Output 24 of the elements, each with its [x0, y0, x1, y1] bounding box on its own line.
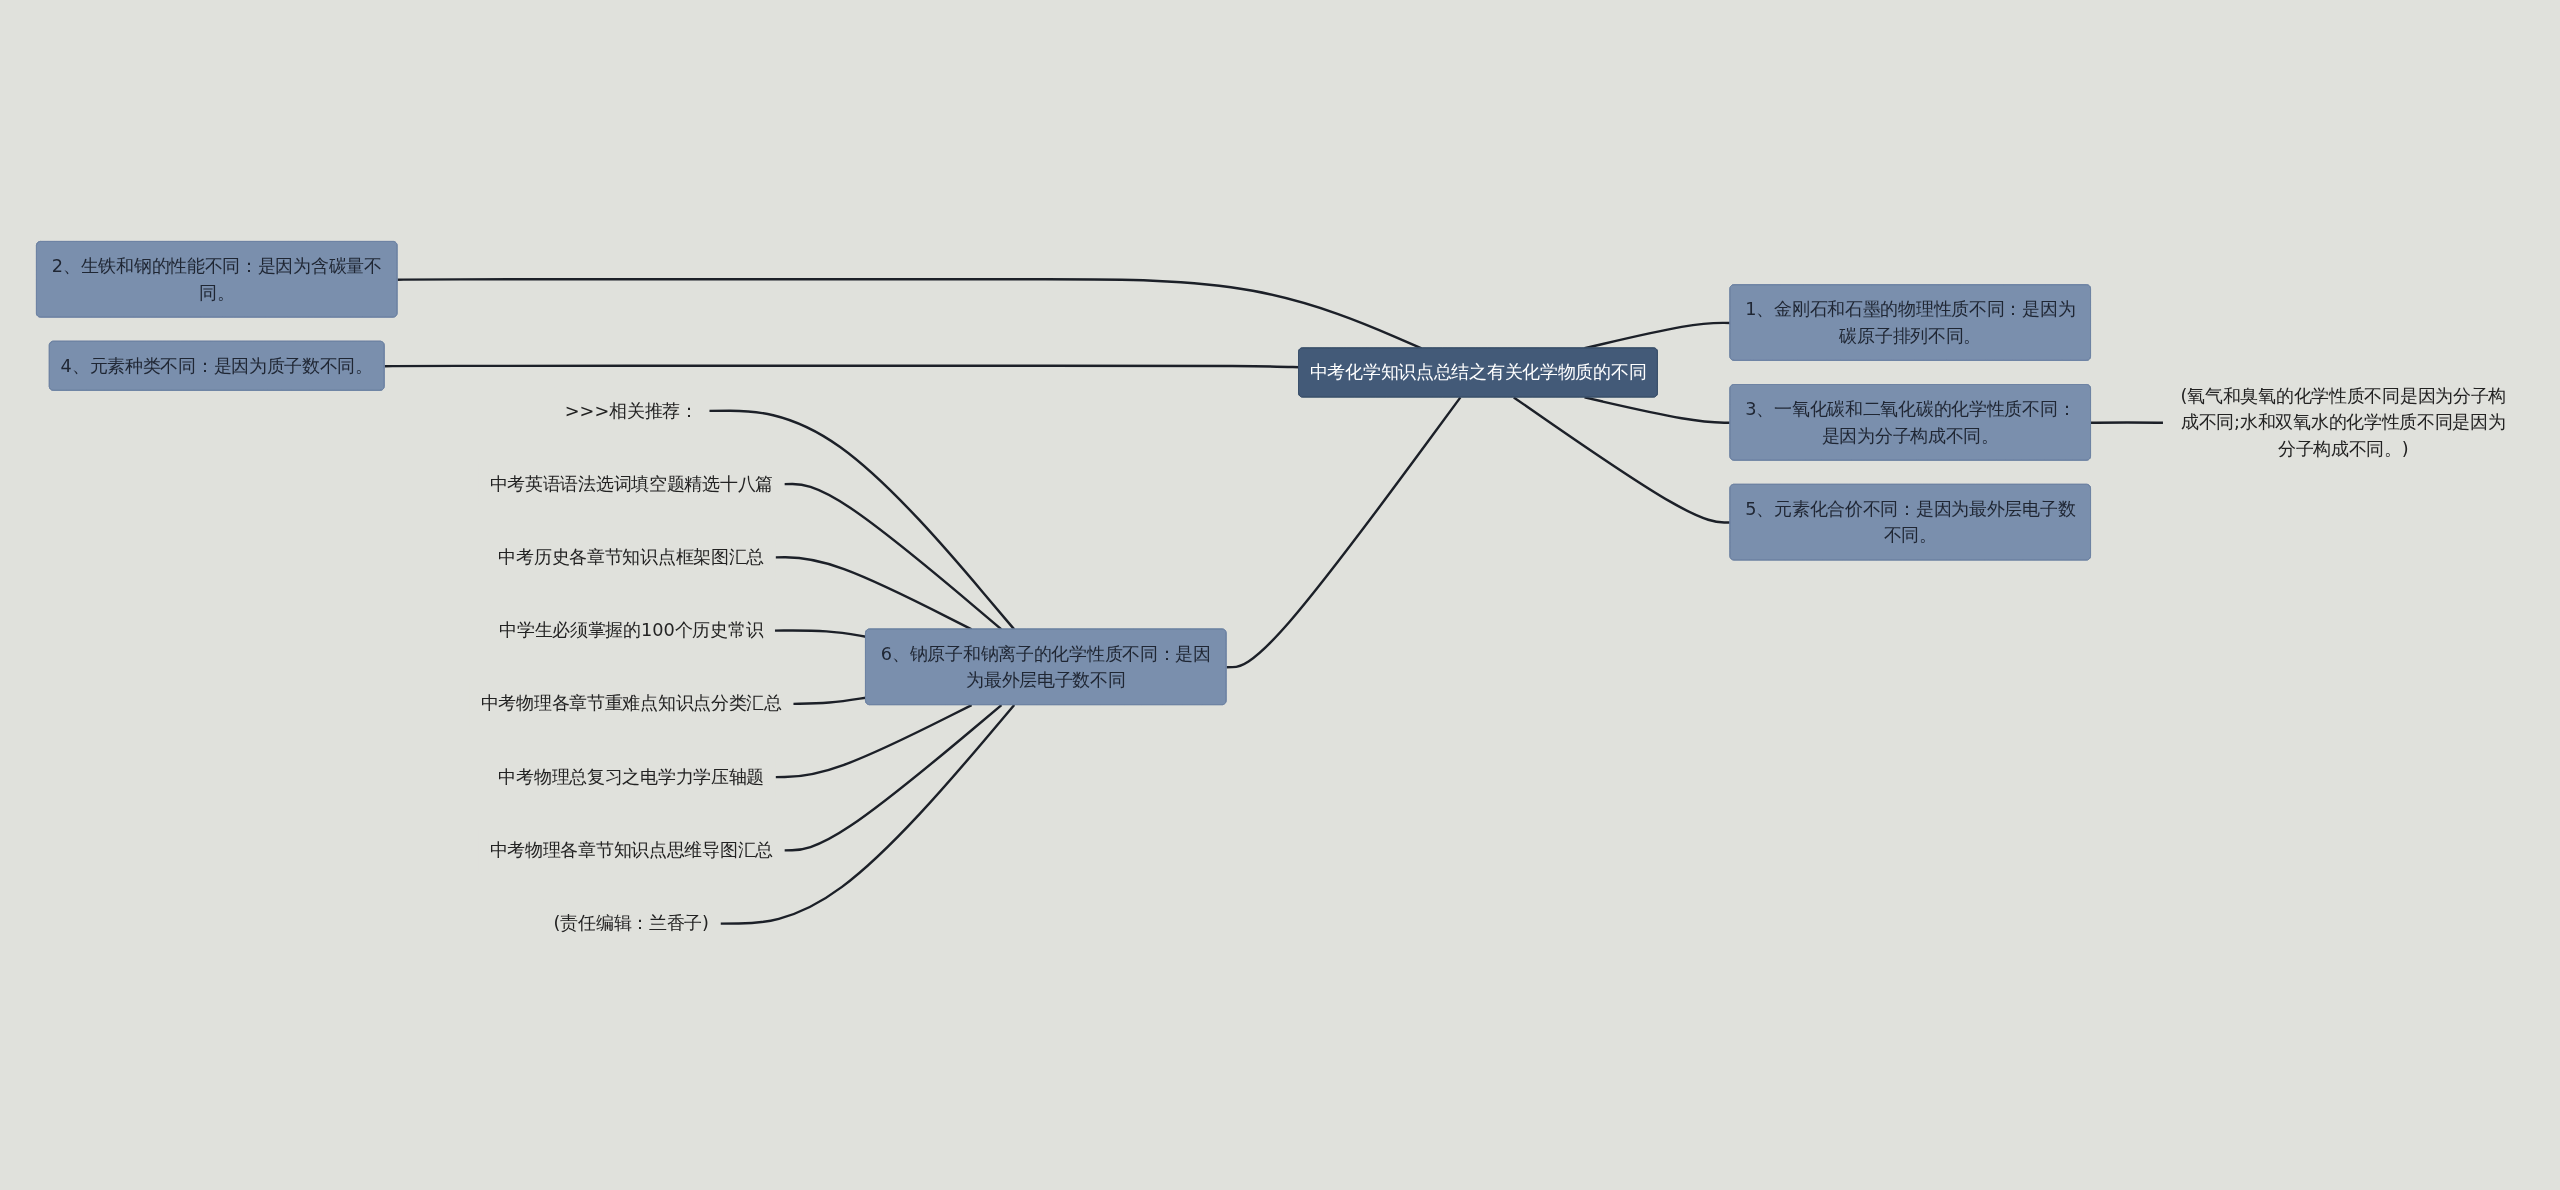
connector — [1513, 396, 1731, 525]
connector — [397, 278, 1423, 350]
connector — [1584, 322, 1731, 350]
connector — [384, 365, 1299, 369]
node-text: 中考历史各章节知识点框架图汇总 — [498, 547, 765, 568]
node-text: 中学生必须掌握的100个历史常识 — [499, 620, 764, 641]
node-text: 中考物理各章节重难点知识点分类汇总 — [480, 693, 782, 714]
node-text: >>>相关推荐： — [564, 400, 698, 421]
connector — [1584, 396, 1731, 425]
connector — [774, 629, 867, 639]
connector — [720, 704, 1016, 926]
connector — [784, 483, 1003, 631]
node-text: (氧气和臭氧的化学性质不同是因为分子构成不同;水和双氧水的化学性质不同是因为分子构成不同。) — [2180, 386, 2507, 460]
connector — [709, 410, 1016, 631]
node-text: 中考英语语法选词填空题精选十八篇 — [489, 474, 773, 495]
node-text: 中考物理各章节知识点思维导图汇总 — [489, 840, 773, 861]
connector — [793, 696, 867, 706]
node-text: 中考物理总复习之电学力学压轴题 — [498, 767, 765, 788]
connector — [775, 556, 973, 631]
connector — [784, 704, 1003, 852]
connector — [1226, 397, 1462, 669]
connector — [2090, 421, 2164, 425]
node-text: (责任编辑：兰香子) — [553, 913, 709, 934]
connector — [775, 704, 973, 779]
